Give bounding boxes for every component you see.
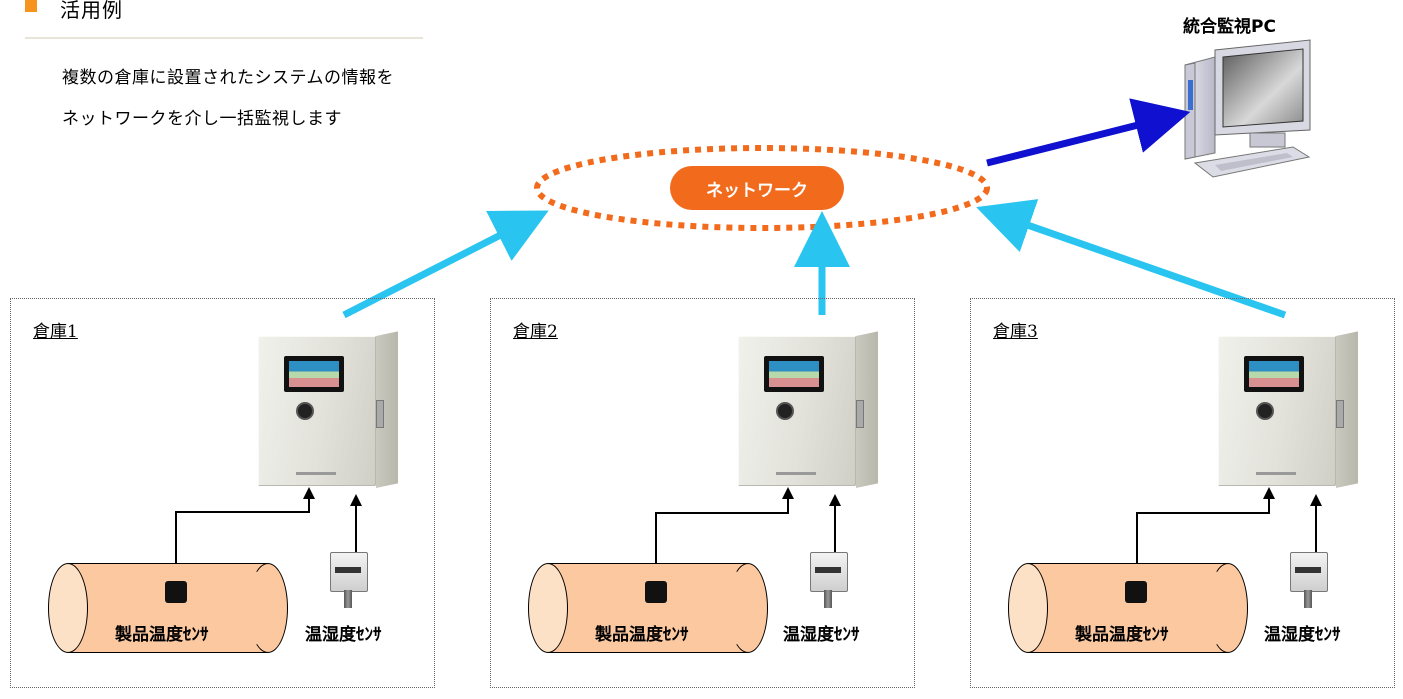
link-arrow-pc	[986, 98, 1191, 167]
description-line-1: 複数の倉庫に設置されたシステムの情報を	[62, 68, 394, 88]
network-label: ネットワーク	[670, 166, 844, 210]
warehouse-label: 倉庫1	[33, 322, 78, 342]
description-line-2: ネットワークを介し一括監視します	[62, 109, 342, 129]
section-title: 活用例	[60, 0, 123, 22]
warehouse-2: 倉庫2	[490, 298, 915, 688]
section-marker-icon	[25, 0, 37, 12]
section-divider	[25, 37, 423, 39]
humidity-label: 温湿度ｾﾝｻ	[305, 625, 382, 645]
warehouse-label: 倉庫2	[513, 322, 558, 342]
product-temp-sensor-icon	[165, 581, 187, 603]
network-cloud	[534, 145, 990, 231]
wiring-warehouse-2	[655, 487, 841, 590]
product-temp-sensor-icon	[645, 581, 667, 603]
humidity-label: 温湿度ｾﾝｻ	[783, 625, 860, 645]
tank-label: 製品温度ｾﾝｻ	[1075, 625, 1169, 645]
link-arrow-warehouse-1	[342, 210, 549, 319]
wiring-warehouse-1	[175, 487, 362, 588]
wiring-warehouse-3	[1136, 487, 1322, 588]
product-temp-sensor-icon	[1125, 581, 1147, 603]
tank-label: 製品温度ｾﾝｻ	[115, 625, 209, 645]
tank-label: 製品温度ｾﾝｻ	[595, 625, 689, 645]
warehouse-label: 倉庫3	[993, 322, 1038, 342]
pc-label: 統合監視PC	[1183, 17, 1276, 37]
warehouse-3: 倉庫3	[970, 298, 1395, 688]
humidity-label: 温湿度ｾﾝｻ	[1264, 625, 1341, 645]
warehouse-1: 倉庫1	[10, 298, 435, 688]
